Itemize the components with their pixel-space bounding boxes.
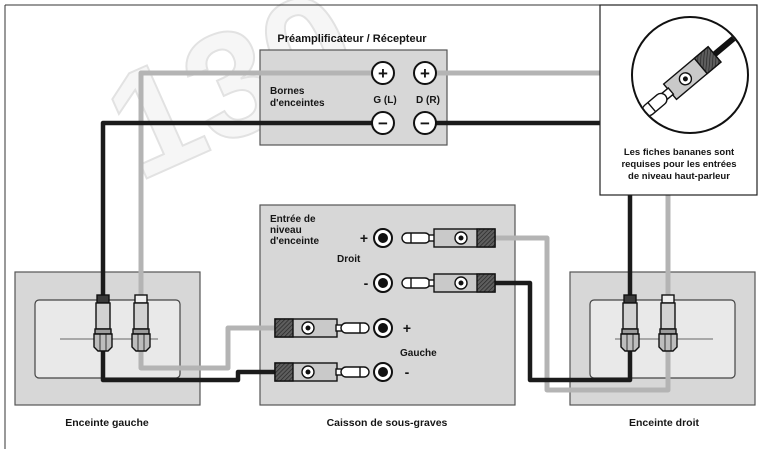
- minus-icon: −: [420, 114, 430, 133]
- banana-plug-right-negative: [401, 273, 496, 293]
- sub-input-label-line1: Entrée de: [270, 214, 316, 225]
- preamp-right-channel-label: D (R): [416, 95, 440, 106]
- subwoofer-label: Caisson de sous-graves: [327, 417, 448, 429]
- wire-left-negative-to-preamp: [100, 120, 383, 300]
- sub-right-channel-label: Droit: [337, 254, 361, 265]
- minus-icon: −: [378, 114, 388, 133]
- wire-sub-right-positive: [495, 235, 671, 393]
- plus-icon: +: [378, 64, 388, 83]
- banana-plug-callout: Les fiches bananes sont requises pour le…: [599, 4, 758, 196]
- preamp-terminals-label-line1: Bornes: [270, 86, 305, 97]
- preamp-left-channel-label: G (L): [373, 95, 396, 106]
- sub-input-label-line3: d'enceinte: [270, 236, 319, 247]
- right-speaker-positive-post: [658, 294, 678, 352]
- callout-text-line2: requises pour les entrées: [621, 159, 736, 170]
- wire-left-positive-to-preamp: [138, 70, 383, 300]
- wire-left-positive-to-sub: [138, 325, 275, 371]
- sub-right-minus-sign: -: [364, 275, 369, 291]
- preamp-terminals-label-line2: d'enceintes: [270, 98, 325, 109]
- jack-left-negative: [373, 362, 393, 382]
- sub-right-plus-sign: +: [360, 230, 368, 246]
- sub-left-channel-label: Gauche: [400, 348, 437, 359]
- preamp-terminal-right-negative: −: [413, 111, 437, 135]
- right-speaker-label: Enceinte droit: [629, 417, 700, 429]
- preamp-terminal-left-negative: −: [371, 111, 395, 135]
- jack-right-positive: [373, 228, 393, 248]
- wire-left-negative-to-sub: [100, 350, 275, 383]
- preamp-terminal-left-positive: +: [371, 61, 395, 85]
- jack-right-negative: [373, 273, 393, 293]
- banana-plug-left-negative: [274, 362, 370, 382]
- plus-icon: +: [420, 64, 430, 83]
- banana-plug-icon: [641, 27, 746, 117]
- sub-left-plus-sign: +: [403, 320, 411, 336]
- banana-plug-left-positive: [274, 318, 370, 338]
- banana-plug-right-positive: [401, 228, 496, 248]
- left-speaker-negative-post: [93, 294, 113, 352]
- sub-left-minus-sign: -: [405, 364, 410, 380]
- preamp-title: Préamplificateur / Récepteur: [277, 33, 427, 45]
- callout-text-line1: Les fiches bananes sont: [624, 147, 735, 158]
- jack-left-positive: [373, 318, 393, 338]
- preamp-terminal-right-positive: +: [413, 61, 437, 85]
- wire-sub-right-negative: [495, 280, 633, 383]
- callout-text-line3: de niveau haut-parleur: [628, 171, 730, 182]
- right-speaker-negative-post: [620, 294, 640, 352]
- left-speaker-positive-post: [131, 294, 151, 352]
- left-speaker-label: Enceinte gauche: [65, 417, 149, 429]
- sub-input-label-line2: niveau: [270, 225, 302, 236]
